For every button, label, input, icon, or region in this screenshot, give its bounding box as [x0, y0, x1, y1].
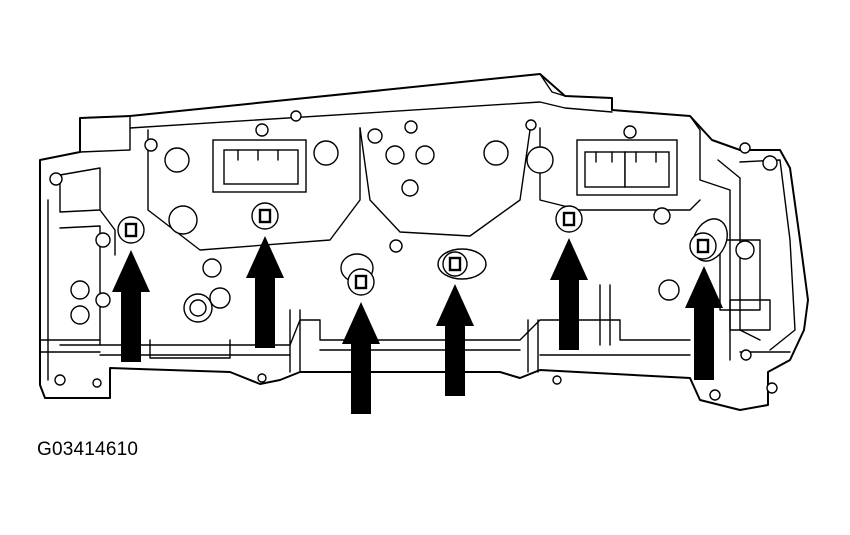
arrow-up-icon	[550, 238, 588, 350]
arrow-up-icon	[685, 266, 723, 380]
screw-holes	[49, 110, 778, 401]
arrow-up-icon	[246, 236, 284, 348]
arrow-up-icon	[436, 284, 474, 396]
connector-left	[212, 139, 307, 193]
clip-icon	[340, 253, 375, 296]
clip-icon	[117, 216, 145, 244]
clip-icon	[555, 205, 583, 233]
arrow-up-icon	[112, 250, 150, 362]
clip-icon	[251, 202, 279, 230]
figure-code: G03414610	[37, 439, 139, 460]
connector-right	[576, 139, 678, 196]
cluster-housing	[39, 73, 809, 411]
clip-icon	[689, 218, 728, 262]
clip-icon	[437, 248, 487, 280]
arrows	[112, 236, 723, 414]
clip-bosses	[117, 202, 728, 296]
arrow-up-icon	[342, 302, 380, 414]
